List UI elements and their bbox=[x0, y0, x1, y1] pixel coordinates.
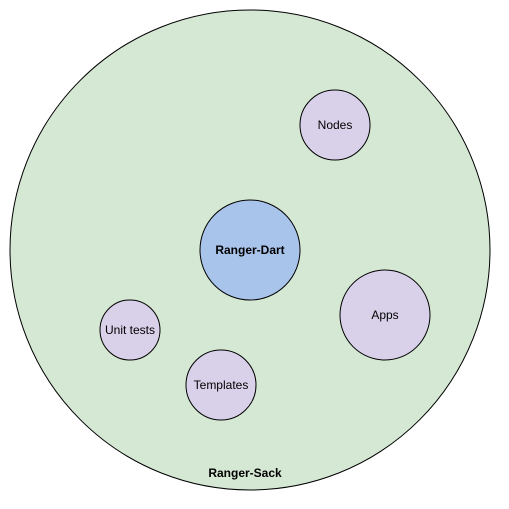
node-templates[interactable]: Templates bbox=[185, 349, 257, 421]
node-apps-label: Apps bbox=[371, 308, 398, 322]
node-ranger-dart-circle bbox=[199, 199, 301, 301]
node-templates-circle bbox=[185, 349, 257, 421]
container-label: Ranger-Sack bbox=[208, 466, 282, 480]
node-nodes-circle bbox=[299, 89, 371, 161]
node-apps[interactable]: Apps bbox=[339, 269, 431, 361]
node-unit-tests[interactable]: Unit tests bbox=[99, 299, 161, 361]
node-ranger-dart[interactable]: Ranger-Dart bbox=[199, 199, 301, 301]
node-apps-circle bbox=[339, 269, 431, 361]
node-ranger-dart-label: Ranger-Dart bbox=[215, 243, 284, 257]
node-unit-tests-circle bbox=[99, 299, 161, 361]
node-nodes[interactable]: Nodes bbox=[299, 89, 371, 161]
node-templates-label: Templates bbox=[194, 378, 249, 392]
node-nodes-label: Nodes bbox=[318, 118, 353, 132]
node-unit-tests-label: Unit tests bbox=[105, 323, 155, 337]
